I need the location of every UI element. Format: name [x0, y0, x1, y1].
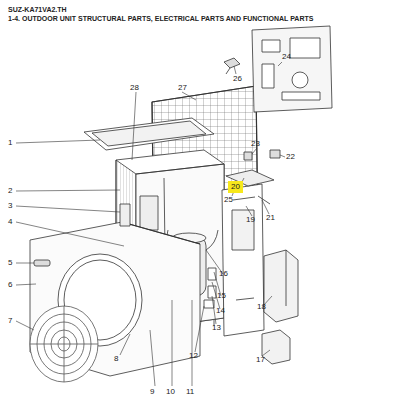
callout-number: 26: [233, 75, 242, 83]
callout-number: 13: [212, 324, 221, 332]
callout-number: 2: [8, 187, 12, 195]
callout-number: 3: [8, 202, 12, 210]
callout-number: 25: [224, 196, 233, 204]
top-panel: [84, 118, 214, 150]
highlighted-callout: 20: [228, 181, 243, 193]
callout-number: 10: [166, 388, 175, 396]
callout-number: 11: [186, 388, 194, 396]
service-panel: [222, 184, 264, 336]
callout-number: 15: [217, 292, 226, 300]
callout-number: 21: [266, 214, 275, 222]
drain-socket: [34, 260, 50, 266]
callout-number: 17: [256, 356, 265, 364]
callout-number: 4: [8, 218, 12, 226]
callout-number: 14: [216, 307, 225, 315]
callout-number: 20: [231, 183, 240, 191]
motor-support: [120, 204, 130, 226]
control-pcb: [252, 26, 332, 112]
leader-lines: [16, 62, 285, 386]
callout-number: 24: [282, 53, 291, 61]
callout-number: 18: [257, 303, 266, 311]
terminal-block: [270, 150, 280, 158]
model-title: SUZ-KA71VA2.TH: [8, 6, 67, 13]
section-heading: 1-4. OUTDOOR UNIT STRUCTURAL PARTS, ELEC…: [8, 15, 349, 24]
relay: [244, 152, 252, 160]
screw: [258, 196, 270, 204]
callout-number: 23: [251, 140, 260, 148]
callout-number: 22: [286, 153, 295, 161]
reactor-cover: [264, 250, 298, 322]
callout-number: 8: [114, 355, 118, 363]
callout-number: 6: [8, 281, 12, 289]
fan-grille: [30, 306, 98, 382]
callout-number: 5: [8, 259, 12, 267]
cover: [262, 330, 290, 364]
callout-number: 19: [246, 216, 255, 224]
callout-number: 16: [219, 270, 228, 278]
callout-number: 7: [8, 317, 12, 325]
callout-number: 1: [8, 139, 12, 147]
callout-number: 28: [130, 84, 139, 92]
callout-number: 27: [178, 84, 187, 92]
callout-number: 9: [150, 388, 154, 396]
callout-number: 12: [189, 352, 198, 360]
sensor-holder: [224, 58, 240, 74]
